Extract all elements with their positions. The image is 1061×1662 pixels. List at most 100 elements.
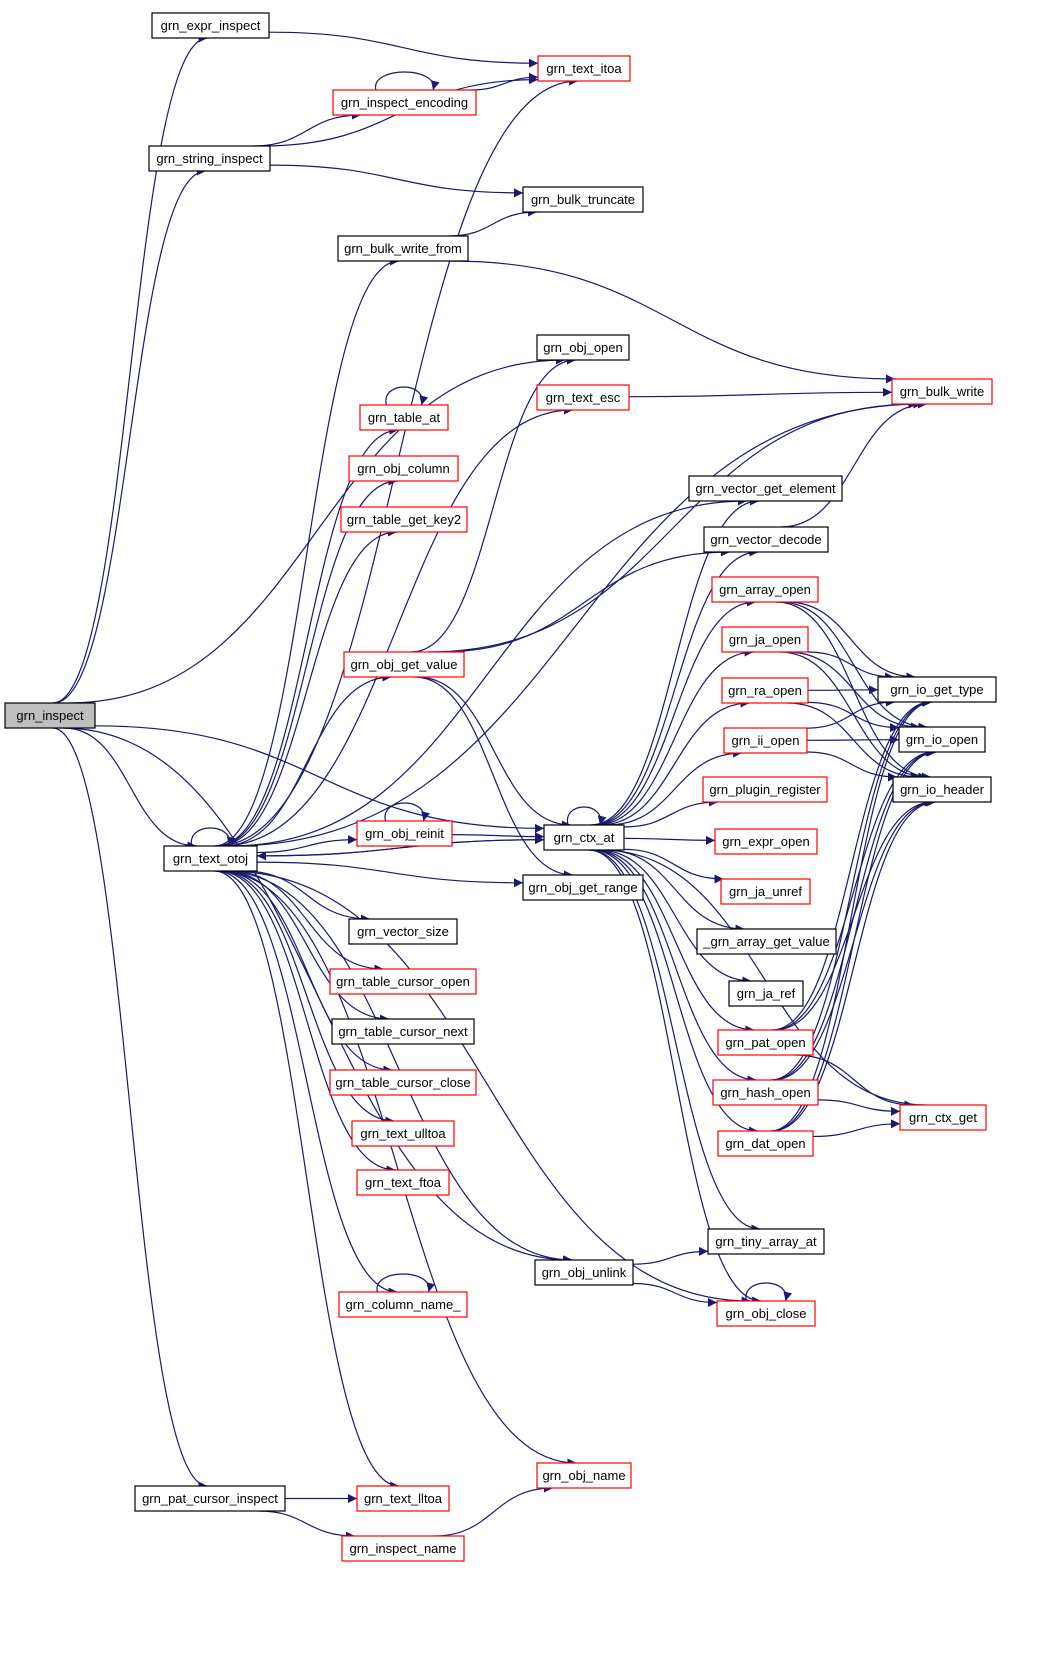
node-grn_text_lltoa[interactable]: grn_text_lltoa <box>356 1485 450 1512</box>
node-box <box>728 980 804 1007</box>
node-grn_ja_open[interactable]: grn_ja_open <box>721 626 809 653</box>
node-label: grn_ctx_get <box>909 1110 977 1125</box>
node-box <box>348 918 458 945</box>
node-grn_io_header[interactable]: grn_io_header <box>892 776 992 803</box>
node-box <box>688 475 843 502</box>
node-label: grn_ra_open <box>728 683 802 698</box>
edge-grn_obj_get_value-to-grn_obj_open <box>411 355 576 653</box>
node-_grn_array_get_value[interactable]: _grn_array_get_value <box>696 928 837 955</box>
node-grn_inspect_encoding[interactable]: grn_inspect_encoding <box>332 89 477 116</box>
node-grn_inspect_name[interactable]: grn_inspect_name <box>341 1535 465 1562</box>
edge-grn_ra_open-to-grn_io_open <box>807 701 900 733</box>
node-grn_text_ftoa[interactable]: grn_text_ftoa <box>356 1169 450 1196</box>
node-grn_obj_name[interactable]: grn_obj_name <box>536 1462 632 1489</box>
edge-grn_text_otoj-to-grn_obj_unlink <box>221 870 573 1265</box>
edge-grn_column_name_-to-grn_column_name_ <box>376 1273 436 1293</box>
edge-grn_ctx_at-to-grn_array_open <box>593 597 756 826</box>
node-grn_obj_get_range[interactable]: grn_obj_get_range <box>522 874 644 901</box>
node-label: grn_expr_inspect <box>161 18 261 33</box>
node-box <box>522 186 644 213</box>
node-grn_column_name_[interactable]: grn_column_name_ <box>338 1291 468 1318</box>
node-label: grn_vector_decode <box>710 532 821 547</box>
node-label: grn_obj_get_range <box>528 880 637 895</box>
edge-grn_vector_decode-to-grn_bulk_write <box>780 399 928 528</box>
edge-grn_bulk_write_from-to-grn_bulk_write <box>450 260 895 384</box>
node-label: grn_text_lltoa <box>364 1491 443 1506</box>
edge-grn_ctx_at-to-grn_ra_open <box>599 698 750 826</box>
node-grn_ctx_get[interactable]: grn_ctx_get <box>899 1104 987 1131</box>
node-grn_obj_column[interactable]: grn_obj_column <box>348 455 459 482</box>
node-grn_ii_open[interactable]: grn_ii_open <box>723 727 808 754</box>
node-grn_table_get_key2[interactable]: grn_table_get_key2 <box>340 506 468 533</box>
node-grn_obj_get_value[interactable]: grn_obj_get_value <box>343 651 465 678</box>
node-grn_obj_unlink[interactable]: grn_obj_unlink <box>534 1259 634 1286</box>
node-grn_ra_open[interactable]: grn_ra_open <box>721 677 809 704</box>
edge-grn_inspect_encoding-to-grn_inspect_encoding <box>375 71 440 91</box>
node-box <box>343 651 465 678</box>
node-grn_text_esc[interactable]: grn_text_esc <box>536 384 630 411</box>
node-label: grn_inspect_encoding <box>341 95 468 110</box>
node-grn_text_itoa[interactable]: grn_text_itoa <box>537 55 631 82</box>
edge-grn_text_otoj-to-grn_table_cursor_close <box>221 870 393 1075</box>
node-grn_obj_reinit[interactable]: grn_obj_reinit <box>356 820 453 847</box>
edge-grn_obj_unlink-to-grn_tiny_array_at <box>632 1246 709 1265</box>
node-box <box>899 1104 987 1131</box>
edge-grn_text_otoj-to-grn_text_esc <box>220 405 573 847</box>
node-box <box>534 1259 634 1286</box>
edge-grn_ctx_at-to-grn_pat_open <box>595 849 755 1035</box>
edge-grn_obj_reinit-to-grn_ctx_at <box>451 832 545 842</box>
node-box <box>522 874 644 901</box>
node-grn_table_cursor_close[interactable]: grn_table_cursor_close <box>329 1069 477 1096</box>
node-grn_vector_get_element[interactable]: grn_vector_get_element <box>688 475 843 502</box>
node-grn_obj_close[interactable]: grn_obj_close <box>716 1300 816 1327</box>
node-grn_ctx_at[interactable]: grn_ctx_at <box>543 824 625 851</box>
node-grn_table_cursor_next[interactable]: grn_table_cursor_next <box>331 1018 475 1045</box>
node-box <box>707 1228 825 1255</box>
node-box <box>163 845 258 872</box>
edge-grn_inspect_encoding-to-grn_text_itoa <box>470 72 539 91</box>
node-label: grn_inspect <box>16 708 84 723</box>
node-grn_bulk_truncate[interactable]: grn_bulk_truncate <box>522 186 644 213</box>
edge-grn_ctx_at-to-grn_vector_get_element <box>590 496 760 826</box>
node-grn_string_inspect[interactable]: grn_string_inspect <box>148 145 271 172</box>
node-box <box>723 727 808 754</box>
node-grn_pat_cursor_inspect[interactable]: grn_pat_cursor_inspect <box>134 1485 286 1512</box>
node-label: grn_bulk_write_from <box>344 241 462 256</box>
node-label: grn_obj_column <box>357 461 450 476</box>
node-grn_table_cursor_open[interactable]: grn_table_cursor_open <box>329 968 477 995</box>
node-grn_vector_size[interactable]: grn_vector_size <box>348 918 458 945</box>
node-box <box>329 1069 477 1096</box>
node-grn_plugin_register[interactable]: grn_plugin_register <box>702 776 828 803</box>
node-grn_hash_open[interactable]: grn_hash_open <box>712 1079 819 1106</box>
edge-grn_table_at-to-grn_table_at <box>385 386 429 406</box>
edge-grn_array_open-to-grn_io_open <box>779 601 928 732</box>
node-grn_io_open[interactable]: grn_io_open <box>898 726 986 753</box>
node-grn_text_ulltoa[interactable]: grn_text_ulltoa <box>351 1120 455 1147</box>
node-grn_tiny_array_at[interactable]: grn_tiny_array_at <box>707 1228 825 1255</box>
node-box <box>151 12 270 39</box>
node-grn_expr_open[interactable]: grn_expr_open <box>714 828 818 855</box>
node-label: grn_pat_open <box>725 1035 805 1050</box>
node-grn_text_otoj[interactable]: grn_text_otoj <box>163 845 258 872</box>
node-label: grn_obj_get_value <box>351 657 458 672</box>
node-grn_ja_ref[interactable]: grn_ja_ref <box>728 980 804 1007</box>
node-grn_table_at[interactable]: grn_table_at <box>359 404 449 431</box>
node-grn_vector_decode[interactable]: grn_vector_decode <box>703 526 829 553</box>
node-box <box>338 1291 468 1318</box>
node-grn_pat_open[interactable]: grn_pat_open <box>717 1029 814 1056</box>
edge-grn_dat_open-to-grn_ctx_get <box>812 1119 901 1138</box>
edge-grn_text_otoj-to-grn_obj_get_value <box>222 672 392 847</box>
node-grn_expr_inspect[interactable]: grn_expr_inspect <box>151 12 270 39</box>
node-grn_bulk_write_from[interactable]: grn_bulk_write_from <box>337 235 469 262</box>
node-grn_dat_open[interactable]: grn_dat_open <box>717 1130 814 1157</box>
node-grn_array_open[interactable]: grn_array_open <box>711 576 819 603</box>
node-grn_obj_open[interactable]: grn_obj_open <box>536 334 630 361</box>
node-grn_inspect[interactable]: grn_inspect <box>4 702 96 729</box>
node-grn_ja_unref[interactable]: grn_ja_unref <box>720 878 811 905</box>
edge-grn_ctx_at-to-grn_ctx_at <box>567 806 607 826</box>
node-box <box>4 702 96 729</box>
node-grn_bulk_write[interactable]: grn_bulk_write <box>891 378 993 405</box>
node-label: grn_expr_open <box>722 834 809 849</box>
node-grn_io_get_type[interactable]: grn_io_get_type <box>877 676 997 703</box>
node-box <box>356 820 453 847</box>
